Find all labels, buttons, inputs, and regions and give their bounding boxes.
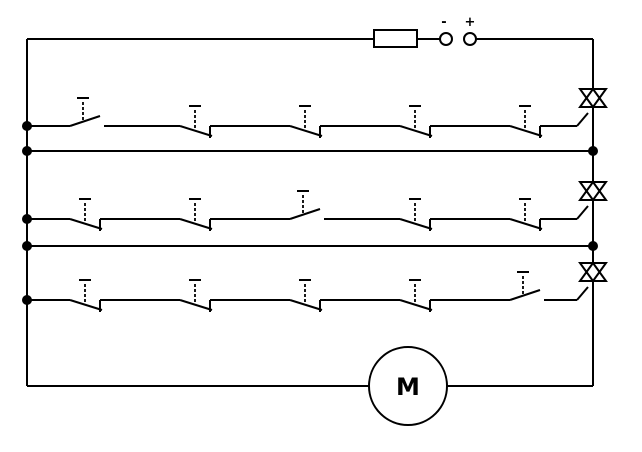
motor-label: M (396, 373, 420, 401)
switch-blade (399, 125, 433, 137)
switch-blade (289, 299, 323, 311)
triac-triangle-down (578, 181, 608, 202)
triac-triangle-down (578, 262, 608, 283)
push-switch-normally-closed (69, 198, 103, 231)
switch-blade (69, 299, 103, 311)
triacs (578, 87, 608, 283)
push-switch-normally-closed (509, 105, 543, 138)
plus-terminal (463, 32, 477, 46)
switch-blade (509, 289, 541, 301)
push-switch-normally-open (69, 97, 101, 127)
triac (578, 180, 608, 202)
triac-gate-lead (576, 205, 589, 220)
push-switch-normally-closed (179, 105, 213, 138)
triac-triangle-up (578, 180, 608, 201)
push-switch-normally-closed (289, 279, 323, 312)
push-switch-normally-closed (399, 105, 433, 138)
push-switch-normally-open (509, 271, 541, 301)
switch-blade (399, 299, 433, 311)
triac-triangle-up (578, 261, 608, 282)
switch-blade (509, 125, 543, 137)
switch-blade (179, 299, 213, 311)
switch-blade (289, 125, 323, 137)
triac-gate-lead (576, 286, 589, 301)
switch-blade (399, 218, 433, 230)
switch-blade (69, 115, 101, 127)
push-switch-normally-closed (509, 198, 543, 231)
push-switch-normally-closed (179, 198, 213, 231)
junction-dot (588, 146, 598, 156)
motor-circle (368, 346, 448, 426)
triac (578, 87, 608, 109)
push-switch-normally-closed (69, 279, 103, 312)
switch-blade (509, 218, 543, 230)
push-switch-normally-open (289, 190, 321, 220)
switch-blade (179, 125, 213, 137)
triac-triangle-up (578, 87, 608, 108)
triac-gate-lead (576, 112, 589, 127)
switch-blade (289, 208, 321, 220)
junction-dot (22, 146, 32, 156)
switch-blade (179, 218, 213, 230)
triac (578, 261, 608, 283)
minus-terminal (439, 32, 453, 46)
junction-dot (588, 241, 598, 251)
push-switch-normally-closed (399, 279, 433, 312)
minus-label: - (441, 15, 446, 30)
switch-rows (27, 97, 589, 312)
triac-triangle-down (578, 88, 608, 109)
push-switch-normally-closed (399, 198, 433, 231)
push-switch-normally-closed (289, 105, 323, 138)
push-switch-normally-closed (179, 279, 213, 312)
fuse (373, 29, 418, 48)
switch-blade (69, 218, 103, 230)
plus-label: + (465, 15, 476, 30)
junction-dot (22, 241, 32, 251)
